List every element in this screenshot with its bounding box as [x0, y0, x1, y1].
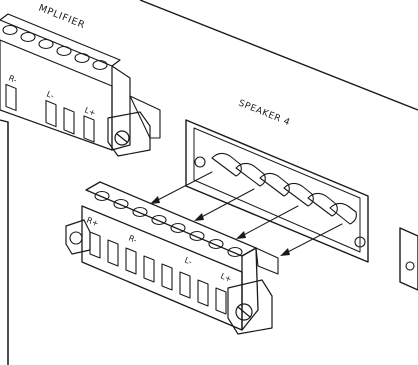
plug-screw-row: [94, 190, 243, 258]
amplifier-mount-tab: [107, 111, 151, 157]
plug-label-r-minus: R-: [127, 234, 138, 245]
plug-left-tab: [65, 219, 91, 255]
insertion-arrows: [150, 171, 343, 256]
amplifier-screw-row: [2, 24, 108, 71]
plug-terminal-slots: [89, 231, 227, 315]
next-socket-partial: [399, 227, 418, 291]
amplifier-terminal-block: R- L- L+: [0, 13, 161, 157]
plug-label-l-minus: L-: [183, 256, 193, 267]
speaker-label: SPEAKER 4: [237, 99, 292, 129]
speaker-plug: R+ R- L- L+: [65, 181, 279, 335]
socket-pins: [211, 152, 357, 225]
amplifier-terminal-slots: [5, 83, 95, 143]
plug-label-l-plus: L+: [219, 272, 233, 285]
amplifier-label: MPLIFIER: [37, 3, 87, 32]
plug-right-tab: [227, 279, 273, 335]
amp-term-label-1: R-: [7, 74, 18, 85]
amp-term-label-2: L-: [45, 90, 55, 101]
plug-label-r-plus: R+: [85, 216, 100, 229]
speaker-4-socket: [185, 119, 369, 263]
amp-term-label-3: L+: [83, 106, 97, 119]
